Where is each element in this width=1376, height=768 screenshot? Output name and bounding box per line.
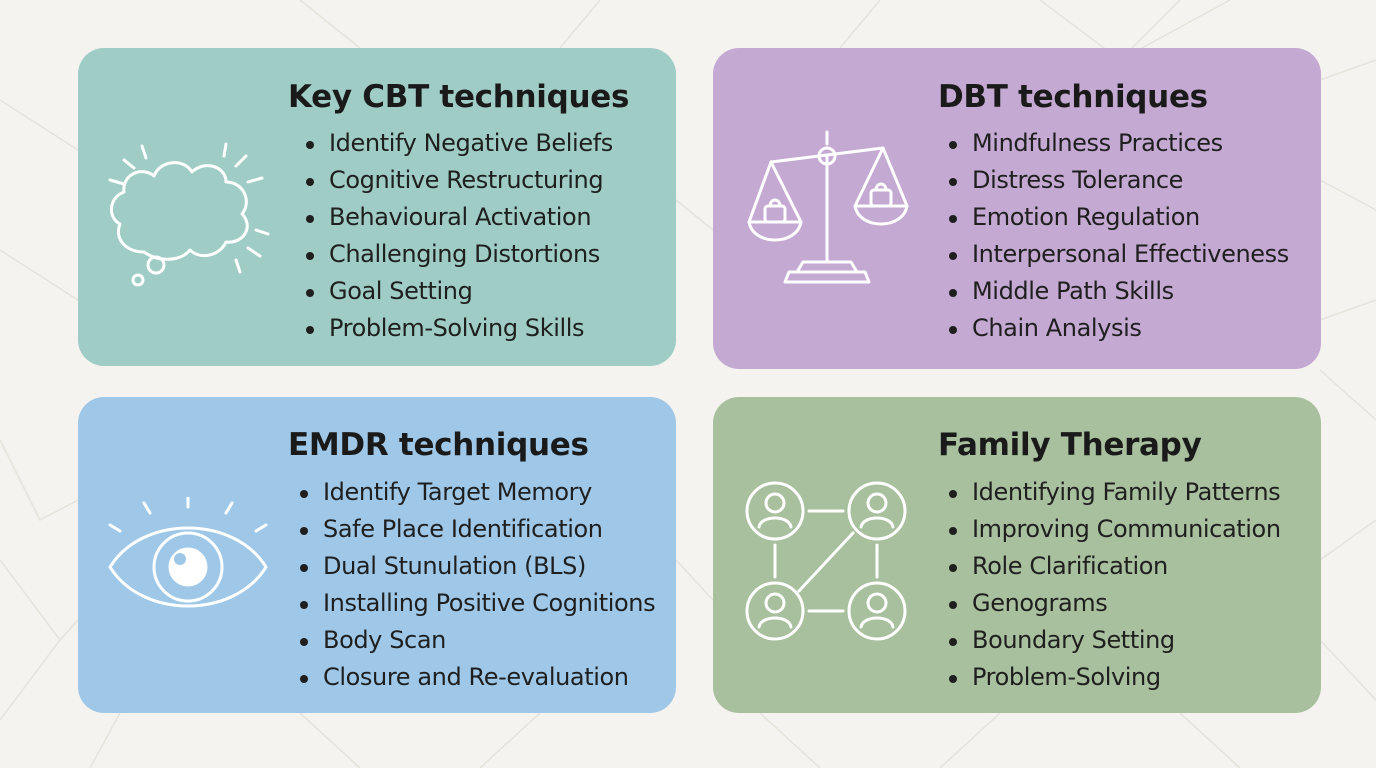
family-network-icon <box>745 481 907 641</box>
list-item: Identify Negative Beliefs <box>304 125 613 162</box>
list-item: Closure and Re-evaluation <box>298 659 655 696</box>
card-cbt: Key CBT techniques Identify Negative Bel… <box>78 48 676 366</box>
balance-scale-icon <box>747 130 909 284</box>
list-item: Goal Setting <box>304 273 613 310</box>
list-item: Interpersonal Effectiveness <box>947 236 1289 273</box>
list-item: Installing Positive Cognitions <box>298 585 656 622</box>
card-title: Key CBT techniques <box>288 79 630 115</box>
list-item: Body Scan <box>298 622 655 659</box>
thought-cloud-icon <box>108 142 270 287</box>
list-item: Behavioural Activation <box>304 199 613 236</box>
list-item: Problem-Solving <box>947 659 1281 696</box>
technique-list: Identifying Family Patterns Improving Co… <box>947 474 1281 696</box>
card-family-therapy: Family Therapy Identifying Family Patter… <box>713 397 1321 713</box>
list-item: Middle Path Skills <box>947 273 1289 310</box>
list-item: Safe Place Identification <box>298 511 655 548</box>
list-item: Mindfulness Practices <box>947 125 1289 162</box>
card-title: DBT techniques <box>938 79 1208 115</box>
list-item: Boundary Setting <box>947 622 1281 659</box>
list-item: Improving Communication <box>947 511 1281 548</box>
list-item: Identifying Family Patterns <box>947 474 1281 511</box>
technique-list: Mindfulness Practices Distress Tolerance… <box>947 125 1289 347</box>
card-dbt: DBT techniques Mindfulness Practices Dis… <box>713 48 1321 369</box>
list-item: Chain Analysis <box>947 310 1289 347</box>
list-item: Dual Stunulation (BLS) <box>298 548 655 585</box>
card-title: EMDR techniques <box>288 427 589 463</box>
technique-list: Identify Target Memory Safe Place Identi… <box>298 474 656 696</box>
list-item: Emotion Regulation <box>947 199 1289 236</box>
technique-list: Identify Negative Beliefs Cognitive Rest… <box>304 125 613 347</box>
list-item: Challenging Distortions <box>304 236 613 273</box>
card-title: Family Therapy <box>938 427 1202 463</box>
card-emdr: EMDR techniques Identify Target Memory S… <box>78 397 676 713</box>
list-item: Role Clarification <box>947 548 1281 585</box>
list-item: Genograms <box>947 585 1281 622</box>
list-item: Distress Tolerance <box>947 162 1289 199</box>
list-item: Identify Target Memory <box>298 474 655 511</box>
list-item: Cognitive Restructuring <box>304 162 613 199</box>
eye-icon <box>108 497 268 608</box>
list-item: Problem-Solving Skills <box>304 310 613 347</box>
